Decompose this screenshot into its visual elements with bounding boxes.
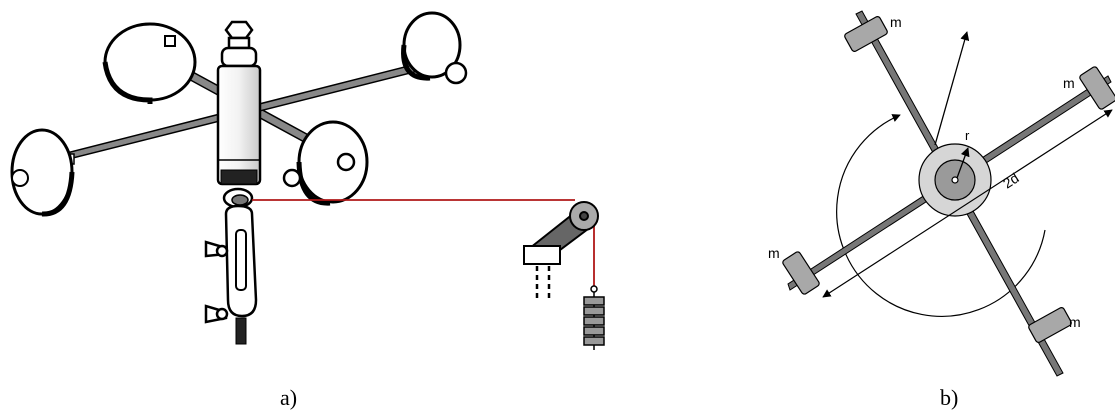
mass-bottom-right <box>1028 307 1072 343</box>
mass-label-bottom-right: m <box>1069 314 1081 330</box>
pulley <box>523 201 599 300</box>
schematic-top-view: m m m m r 2d <box>768 10 1115 377</box>
schematic-hub <box>918 143 992 217</box>
mass-disk-front-left <box>10 128 75 217</box>
apparatus-drawing <box>10 11 605 350</box>
mass-disk-front-right <box>282 120 369 206</box>
schematic-masses <box>782 16 1115 343</box>
force-arrow <box>934 31 970 146</box>
distance-dimension <box>822 109 1113 298</box>
string <box>252 199 595 286</box>
distance-label: 2d <box>1000 170 1022 192</box>
mass-label-right: m <box>1063 75 1075 91</box>
caption-b: b) <box>940 385 958 410</box>
mass-label-top-left: m <box>890 14 902 30</box>
mass-right <box>1079 66 1115 110</box>
radius-label: r <box>965 128 970 143</box>
mass-disk-back-right <box>401 11 468 85</box>
caption-a: a) <box>280 385 297 410</box>
mass-disk-back-left <box>102 22 197 104</box>
mass-label-bottom-left: m <box>768 245 780 261</box>
central-column <box>204 20 262 345</box>
mass-top-left <box>844 16 888 52</box>
hanging-weight <box>583 285 605 350</box>
mass-bottom-left <box>782 251 820 295</box>
